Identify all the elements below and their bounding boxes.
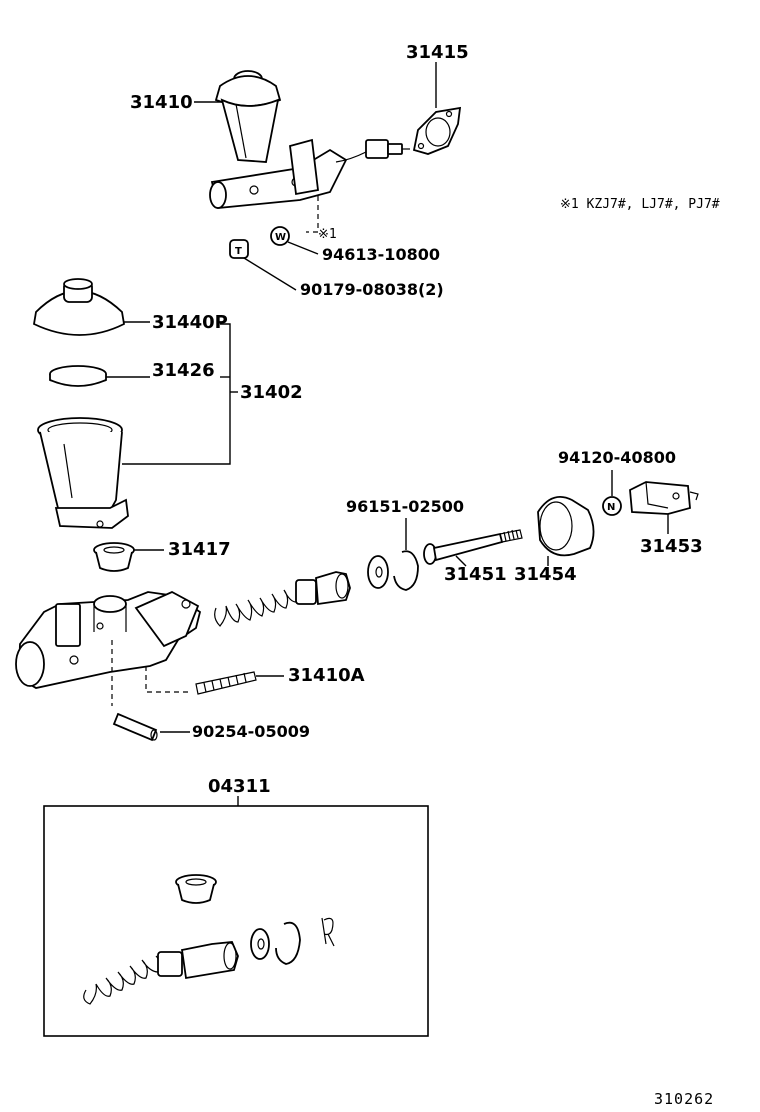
label-31426: 31426: [152, 360, 215, 381]
label-31410a: 31410A: [288, 665, 365, 686]
part-31451-push-rod: [423, 529, 523, 565]
part-31410a-stud: [195, 671, 257, 695]
part-master-cylinder-body: [15, 590, 202, 689]
label-31410: 31410: [130, 92, 193, 113]
label-94120-40800: 94120-40800: [558, 448, 676, 467]
part-94120-nut: [602, 496, 622, 516]
marker-w: W: [275, 232, 286, 243]
part-31415-gasket: [412, 106, 462, 155]
part-31453-clevis: [629, 481, 699, 515]
label-04311: 04311: [208, 776, 271, 797]
label-31451: 31451: [444, 564, 507, 585]
marker-t: T: [235, 246, 242, 257]
kit-grommet: [175, 874, 217, 904]
kit-clip: [321, 917, 335, 947]
label-31453: 31453: [640, 536, 703, 557]
part-31454-boot: [537, 496, 595, 557]
applicability-note: ※1 KZJ7#, LJ7#, PJ7#: [560, 197, 720, 212]
label-96151-02500: 96151-02500: [346, 497, 464, 516]
repair-kit-box: [43, 805, 429, 1037]
label-90254-05009: 90254-05009: [192, 722, 310, 741]
part-31426-diaphragm: [49, 365, 107, 387]
part-31440p-cap: [33, 278, 125, 336]
kit-washer: [250, 928, 270, 960]
part-washer: [367, 555, 389, 589]
label-31402: 31402: [240, 382, 303, 403]
label-31440p: 31440P: [152, 312, 228, 333]
part-90179-nut: T: [229, 239, 249, 259]
master-cylinder-assembly-top: [209, 70, 410, 209]
label-31415: 31415: [406, 42, 469, 63]
part-31417-grommet: [93, 542, 135, 572]
kit-snap-ring: [275, 921, 301, 965]
part-90254-pin: [112, 712, 158, 742]
marker-n: N: [607, 502, 615, 513]
part-reservoir-body: [37, 417, 129, 529]
note-marker: ※1: [318, 227, 337, 242]
label-31417: 31417: [168, 539, 231, 560]
part-return-spring: [214, 571, 351, 627]
kit-piston-spring: [83, 941, 239, 1005]
label-31454: 31454: [514, 564, 577, 585]
label-90179-08038: 90179-08038(2): [300, 280, 444, 299]
diagram-reference-number: 310262: [654, 1090, 714, 1108]
label-94613-10800: 94613-10800: [322, 245, 440, 264]
part-96151-snap-ring: [393, 550, 419, 591]
